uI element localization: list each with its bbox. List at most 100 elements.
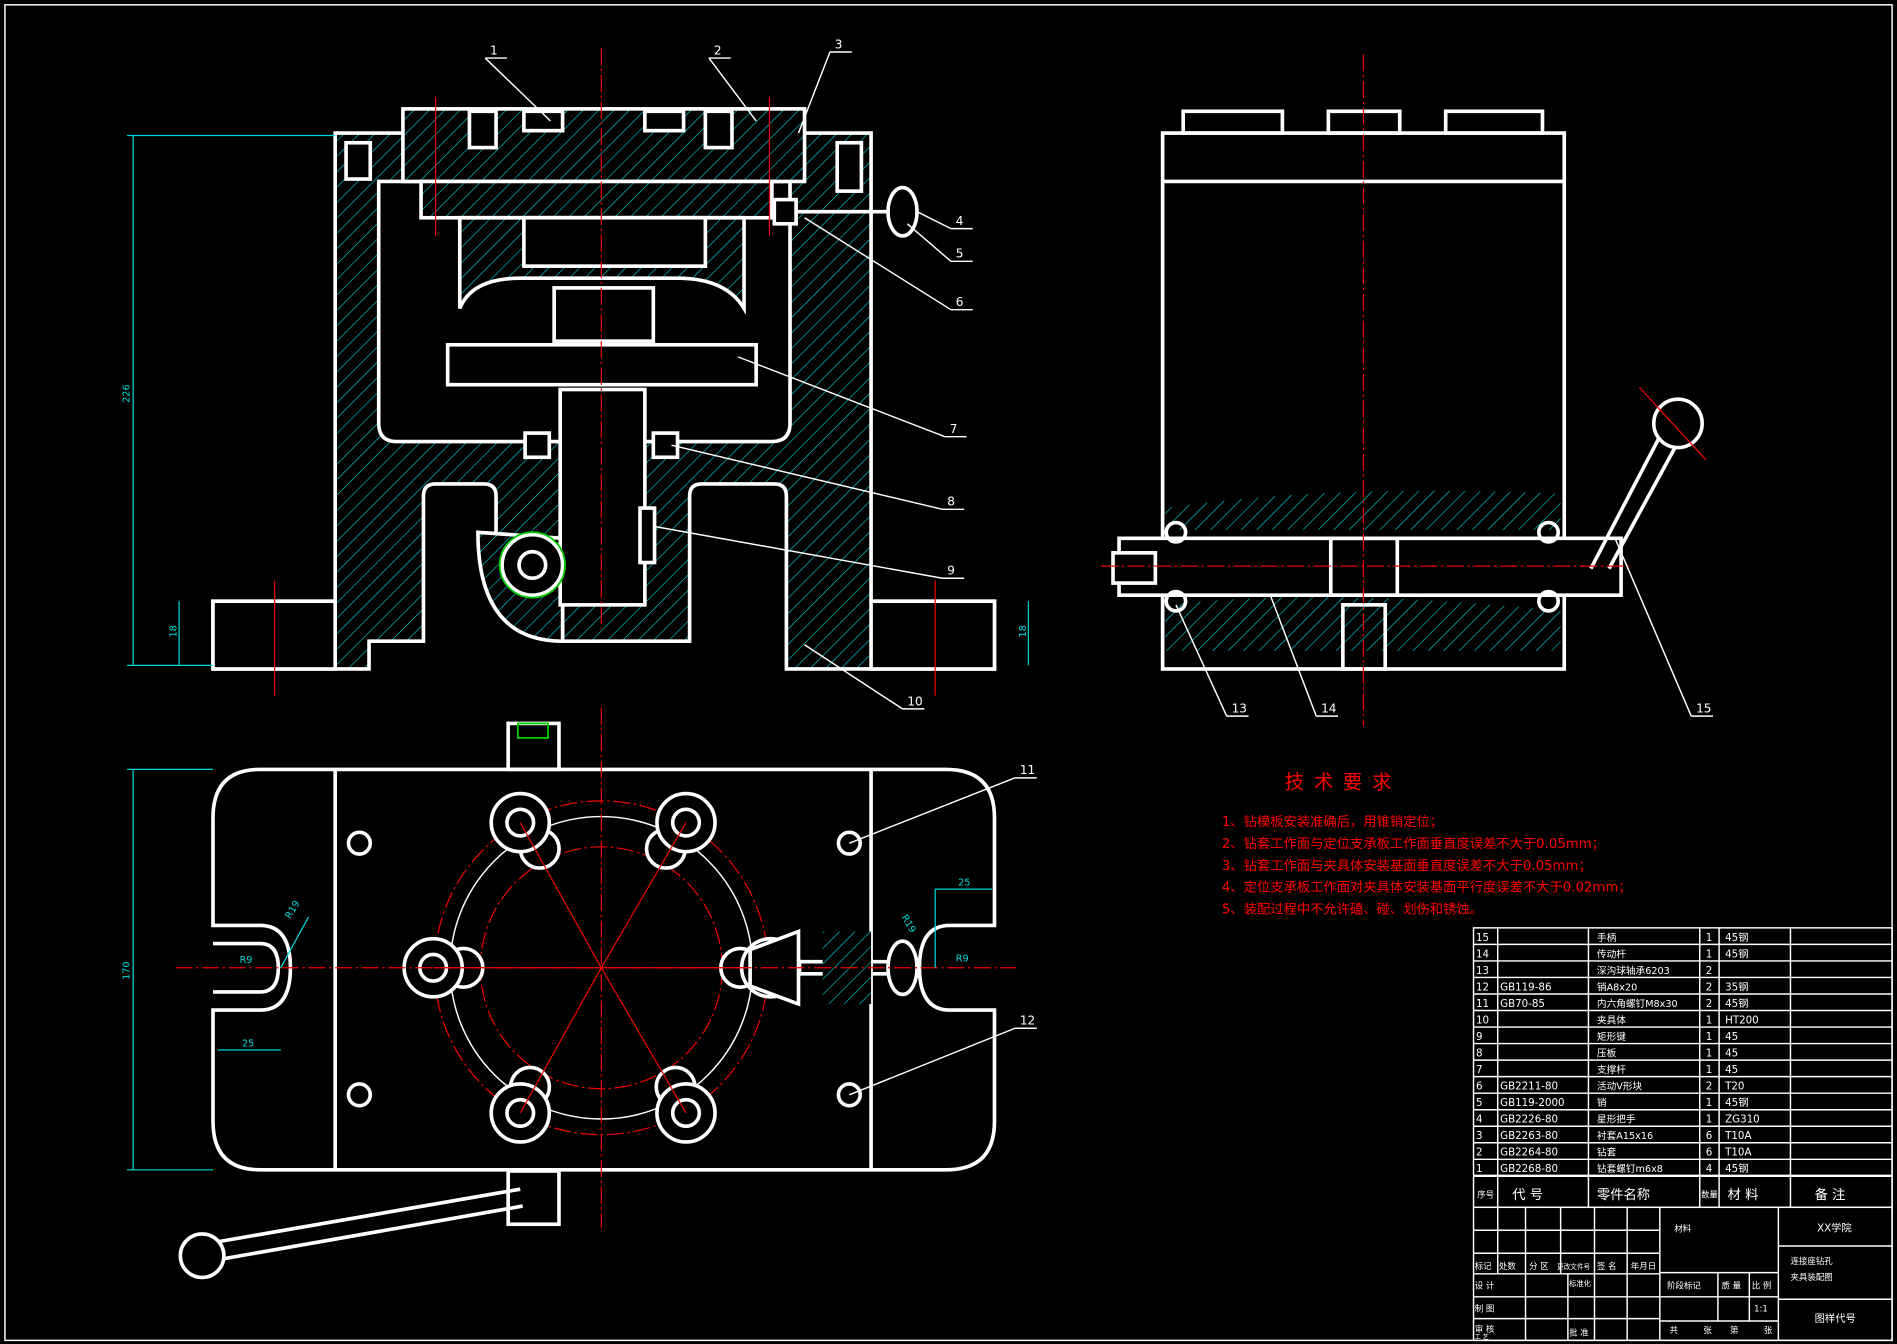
leader-line <box>1175 604 1228 717</box>
bom-name: 销 <box>1597 1097 1607 1109</box>
drill-bushing-1 <box>467 109 498 150</box>
bom-no: 2 <box>1476 1147 1483 1159</box>
bom-qty: 6 <box>1706 1130 1713 1142</box>
bom-name: 传动杆 <box>1597 948 1626 960</box>
bom-qty: 1 <box>1706 1114 1713 1126</box>
bushing-outer <box>489 1082 552 1144</box>
tb-sign: 签 名 <box>1597 1261 1617 1271</box>
bushing-outer <box>655 791 717 854</box>
tb-mark: 标记 <box>1475 1261 1492 1271</box>
front-section-view: 226 18 18 <box>122 48 1029 696</box>
bushing-centerline <box>600 822 687 969</box>
tb-nth: 第 <box>1730 1325 1738 1335</box>
header-material: 材 料 <box>1728 1187 1759 1203</box>
bom-code: GB2211-80 <box>1500 1081 1558 1093</box>
bom-qty: 6 <box>1706 1147 1713 1159</box>
bom-code: GB119-86 <box>1500 981 1551 993</box>
bom-qty: 2 <box>1706 981 1713 993</box>
bom-name: 钻套 <box>1597 1147 1617 1159</box>
bearing-left-top <box>1164 520 1188 544</box>
drawing-name: 夹具装配图 <box>1790 1272 1832 1282</box>
part-label: 5 <box>956 247 964 261</box>
bom-no: 14 <box>1476 948 1489 960</box>
bushing-bore <box>505 807 536 838</box>
dim-width: 170 <box>122 961 133 979</box>
leader-line <box>653 525 943 579</box>
side-hatch <box>1165 490 1561 530</box>
bom-name: 销A8x20 <box>1597 981 1637 993</box>
bom-no: 10 <box>1476 1014 1489 1026</box>
support-top <box>552 286 656 343</box>
bom-material: 45钢 <box>1725 1096 1748 1109</box>
bom-no: 4 <box>1476 1114 1483 1126</box>
pin-outline <box>498 531 566 599</box>
material-label: 材料 <box>1674 1223 1691 1233</box>
leader-line <box>737 356 946 438</box>
tb-change-doc: 更改文件号 <box>1557 1262 1591 1271</box>
bom-qty: 2 <box>1706 1081 1713 1093</box>
bushing-outer <box>655 1082 717 1144</box>
tech-item: 2、钻套工作面与定位支承板工作面垂直度误差不大于0.05mm； <box>1222 836 1605 852</box>
drawing-code: 图样代号 <box>1815 1312 1856 1325</box>
bom-no: 11 <box>1476 998 1489 1010</box>
tb-weight: 质 量 <box>1722 1280 1742 1290</box>
tb-design: 设 计 <box>1475 1280 1495 1290</box>
dim-slot-left: 25 <box>242 1038 254 1049</box>
pin-hole <box>500 532 565 597</box>
bom-material: 45钢 <box>1725 931 1748 944</box>
bom-material: HT200 <box>1725 1014 1759 1026</box>
bushing-centerline <box>519 967 602 1114</box>
bom-no: 6 <box>1476 1081 1483 1093</box>
bom-name: 衬套A15x16 <box>1597 1130 1653 1142</box>
leader-line <box>804 217 952 311</box>
part-label: 8 <box>947 495 955 509</box>
bushing-bore <box>505 1097 536 1129</box>
tb-sheet: 张 <box>1764 1325 1773 1335</box>
bom-material: 45 <box>1725 1031 1738 1043</box>
tb-scale-label: 比 例 <box>1752 1280 1772 1290</box>
tb-zone: 分 区 <box>1529 1261 1549 1271</box>
school-name: XX学院 <box>1817 1221 1852 1234</box>
bom-qty: 4 <box>1706 1163 1713 1175</box>
part-label: 3 <box>835 37 843 51</box>
part-label: 4 <box>956 214 964 228</box>
screw-left <box>523 431 552 460</box>
drawing-border <box>4 4 1893 1342</box>
hole <box>346 830 373 856</box>
bom-name: 活动V形块 <box>1597 1081 1643 1093</box>
tb-scale: 1:1 <box>1754 1303 1768 1313</box>
header-remark: 备 注 <box>1815 1186 1846 1203</box>
leader-line <box>906 223 952 262</box>
bearing-right-top <box>1537 520 1561 544</box>
header-code: 代 号 <box>1512 1187 1543 1203</box>
tb-date: 年月日 <box>1631 1261 1656 1271</box>
bom-name: 夹具体 <box>1597 1014 1626 1026</box>
bom-material: 45钢 <box>1725 1162 1748 1175</box>
drill-bushing <box>489 967 602 1144</box>
header-qty: 数量 <box>1701 1190 1718 1200</box>
bom-material: 45 <box>1725 1064 1738 1076</box>
top-view: 170 25 R19 R9 25 R19 R9 <box>122 707 1017 1280</box>
dim-r9-right: R9 <box>956 954 969 965</box>
part-label: 6 <box>956 295 964 309</box>
bushing-screw-1 <box>522 109 565 133</box>
dim-r19-left: R19 <box>283 899 302 921</box>
bom-code: GB119-2000 <box>1500 1097 1564 1109</box>
leader-line <box>916 211 952 230</box>
bom-code: GB2263-80 <box>1500 1130 1558 1142</box>
rect-key <box>638 506 657 565</box>
tech-item: 1、钻模板安装准确后，用锥销定位； <box>1222 814 1443 830</box>
drill-plate <box>401 107 807 184</box>
bom-material: 45钢 <box>1725 997 1748 1010</box>
header-no: 序号 <box>1477 1190 1494 1200</box>
